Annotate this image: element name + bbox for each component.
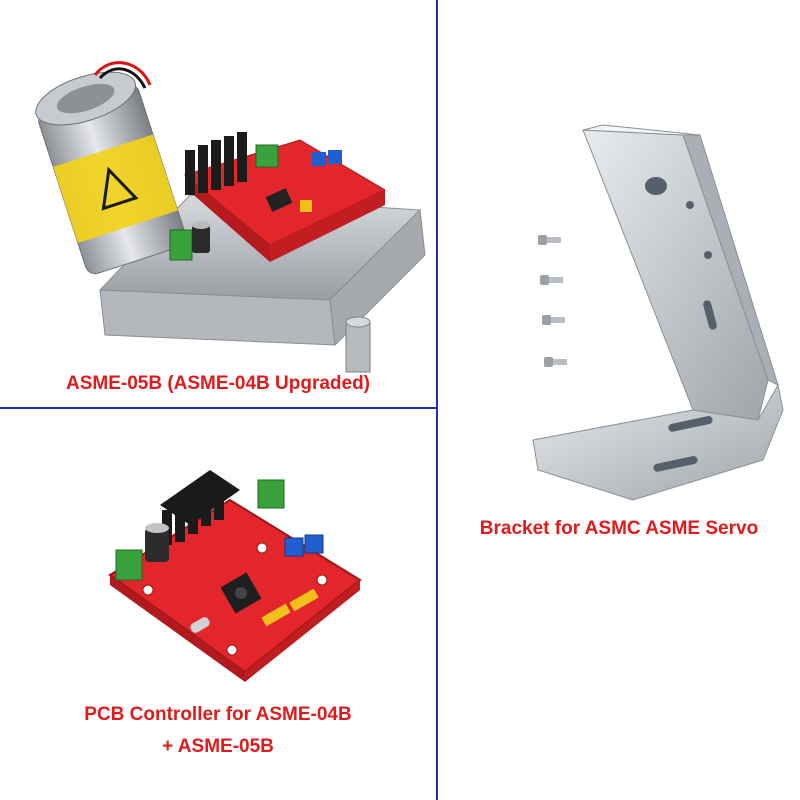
screw-icons [538,235,567,367]
pcb-controller-image [108,470,362,682]
servo-caption: ASME-05B (ASME-04B Upgraded) [65,373,371,394]
servo-motor-image [35,61,426,373]
bracket-caption: Bracket for ASMC ASME Servo [479,518,759,539]
pcb-caption-line2: + ASME-05B [162,736,274,757]
vertical-divider [436,0,438,800]
horizontal-divider [0,407,437,409]
pcb-caption-line1: PCB Controller for ASME-04B [84,704,352,725]
bracket-image [532,124,784,501]
